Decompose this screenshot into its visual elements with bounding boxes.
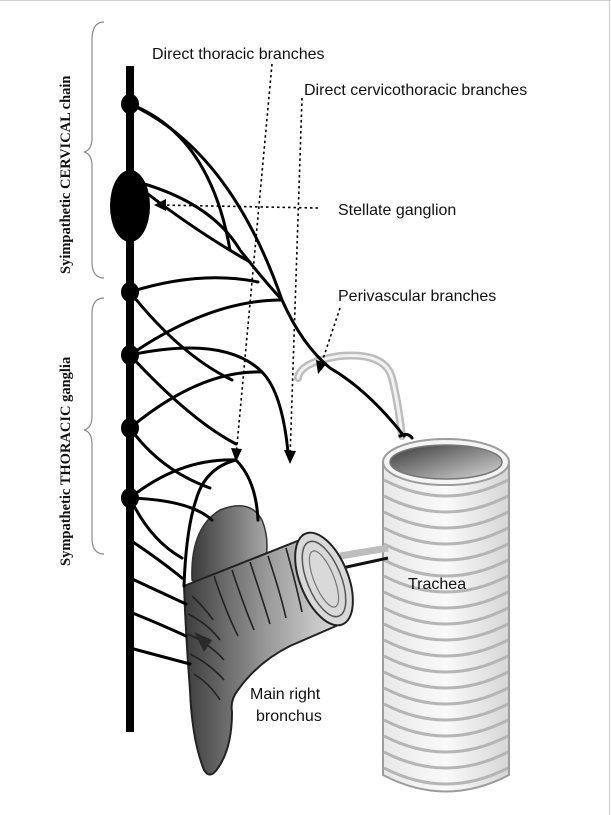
- ganglion-t3: [121, 418, 139, 438]
- label-stellate-ganglion: Stellate ganglion: [338, 202, 456, 220]
- label-cervical-chain: Syimpathetic CERVICAL chain: [58, 76, 75, 274]
- label-bronchus-line1: Main right: [250, 686, 320, 704]
- label-direct-cervicothoracic: Direct cervicothoracic branches: [304, 82, 527, 100]
- stellate-ganglion: [110, 170, 150, 242]
- ganglion-t1: [121, 282, 139, 302]
- leader-arrowheads: [154, 199, 327, 464]
- trachea-bronchus-connector: [340, 548, 388, 556]
- label-trachea: Trachea: [408, 576, 466, 594]
- ganglion-t4: [121, 488, 139, 508]
- bracket-cervical: [84, 22, 104, 278]
- label-perivascular: Perivascular branches: [338, 288, 496, 306]
- ganglion-cervical-superior: [121, 94, 139, 114]
- label-direct-thoracic: Direct thoracic branches: [152, 46, 325, 64]
- bronchus: [184, 506, 365, 775]
- label-thoracic-ganglia: Sympathetic THORACIC ganglia: [58, 357, 75, 566]
- bracket-thoracic: [84, 298, 104, 554]
- label-bronchus-line2: bronchus: [256, 708, 322, 726]
- ganglion-t2: [121, 345, 139, 365]
- trachea: [383, 439, 509, 792]
